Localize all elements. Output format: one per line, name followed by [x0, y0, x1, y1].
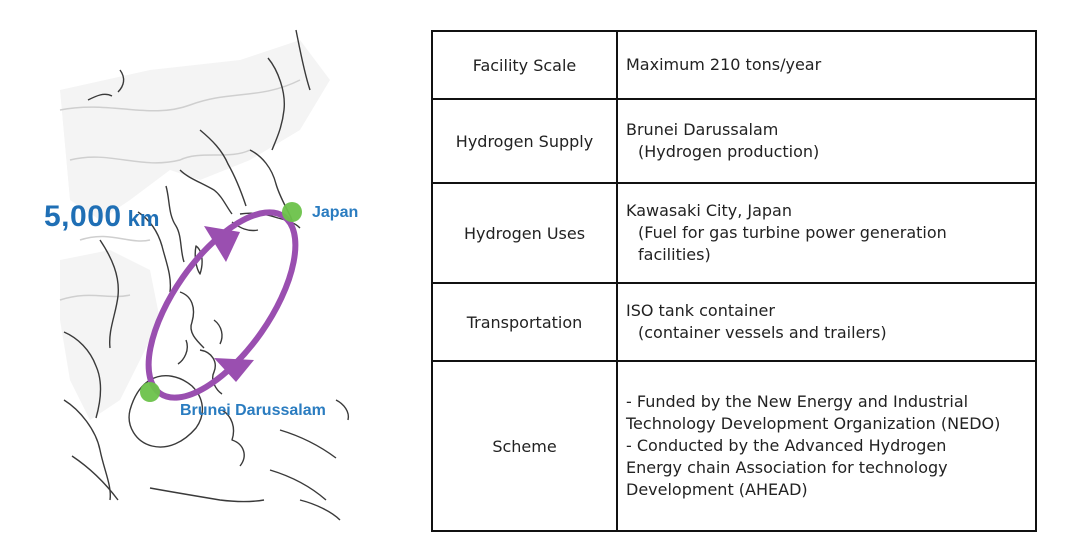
table-row-transportation: Transportation ISO tank container (conta… [431, 282, 1037, 362]
row-key: Hydrogen Uses [431, 182, 618, 284]
value-line: - Funded by the New Energy and Industria… [626, 392, 969, 411]
value-line: (Hydrogen production) [638, 142, 820, 161]
value-line: Technology Development Organization (NED… [626, 414, 1001, 433]
value-line: Kawasaki City, Japan [626, 201, 792, 220]
value-line: Maximum 210 tons/year [626, 55, 822, 74]
distance-unit: km [127, 206, 160, 231]
row-value: Kawasaki City, Japan (Fuel for gas turbi… [616, 182, 1037, 284]
value-line: (Fuel for gas turbine power generation [638, 223, 947, 242]
value-line: (container vessels and trailers) [638, 323, 887, 342]
value-line: - Conducted by the Advanced Hydrogen [626, 436, 947, 455]
row-value: ISO tank container (container vessels an… [616, 282, 1037, 362]
row-key: Transportation [431, 282, 618, 362]
row-key: Scheme [431, 360, 618, 532]
project-spec-table: Facility Scale Maximum 210 tons/year Hyd… [431, 30, 1037, 532]
value-line: Brunei Darussalam [626, 120, 779, 139]
value-line: facilities) [638, 245, 711, 264]
table-row-hydrogen-supply: Hydrogen Supply Brunei Darussalam (Hydro… [431, 98, 1037, 184]
table-row-scheme: Scheme - Funded by the New Energy and In… [431, 360, 1037, 532]
value-line: ISO tank container [626, 301, 775, 320]
brunei-label: Brunei Darussalam [180, 402, 326, 419]
row-value: Brunei Darussalam (Hydrogen production) [616, 98, 1037, 184]
brunei-marker [140, 382, 160, 402]
value-line: Energy chain Association for technology [626, 458, 948, 477]
distance-value: 5,000 [44, 200, 122, 233]
table-row-hydrogen-uses: Hydrogen Uses Kawasaki City, Japan (Fuel… [431, 182, 1037, 284]
table-row-facility-scale: Facility Scale Maximum 210 tons/year [431, 30, 1037, 100]
japan-label: Japan [312, 204, 359, 221]
japan-marker [282, 202, 302, 222]
row-value: Maximum 210 tons/year [616, 30, 1037, 100]
value-line: Development (AHEAD) [626, 480, 808, 499]
row-key: Hydrogen Supply [431, 98, 618, 184]
east-asia-map [59, 29, 350, 521]
row-key: Facility Scale [431, 30, 618, 100]
row-value: - Funded by the New Energy and Industria… [616, 360, 1037, 532]
